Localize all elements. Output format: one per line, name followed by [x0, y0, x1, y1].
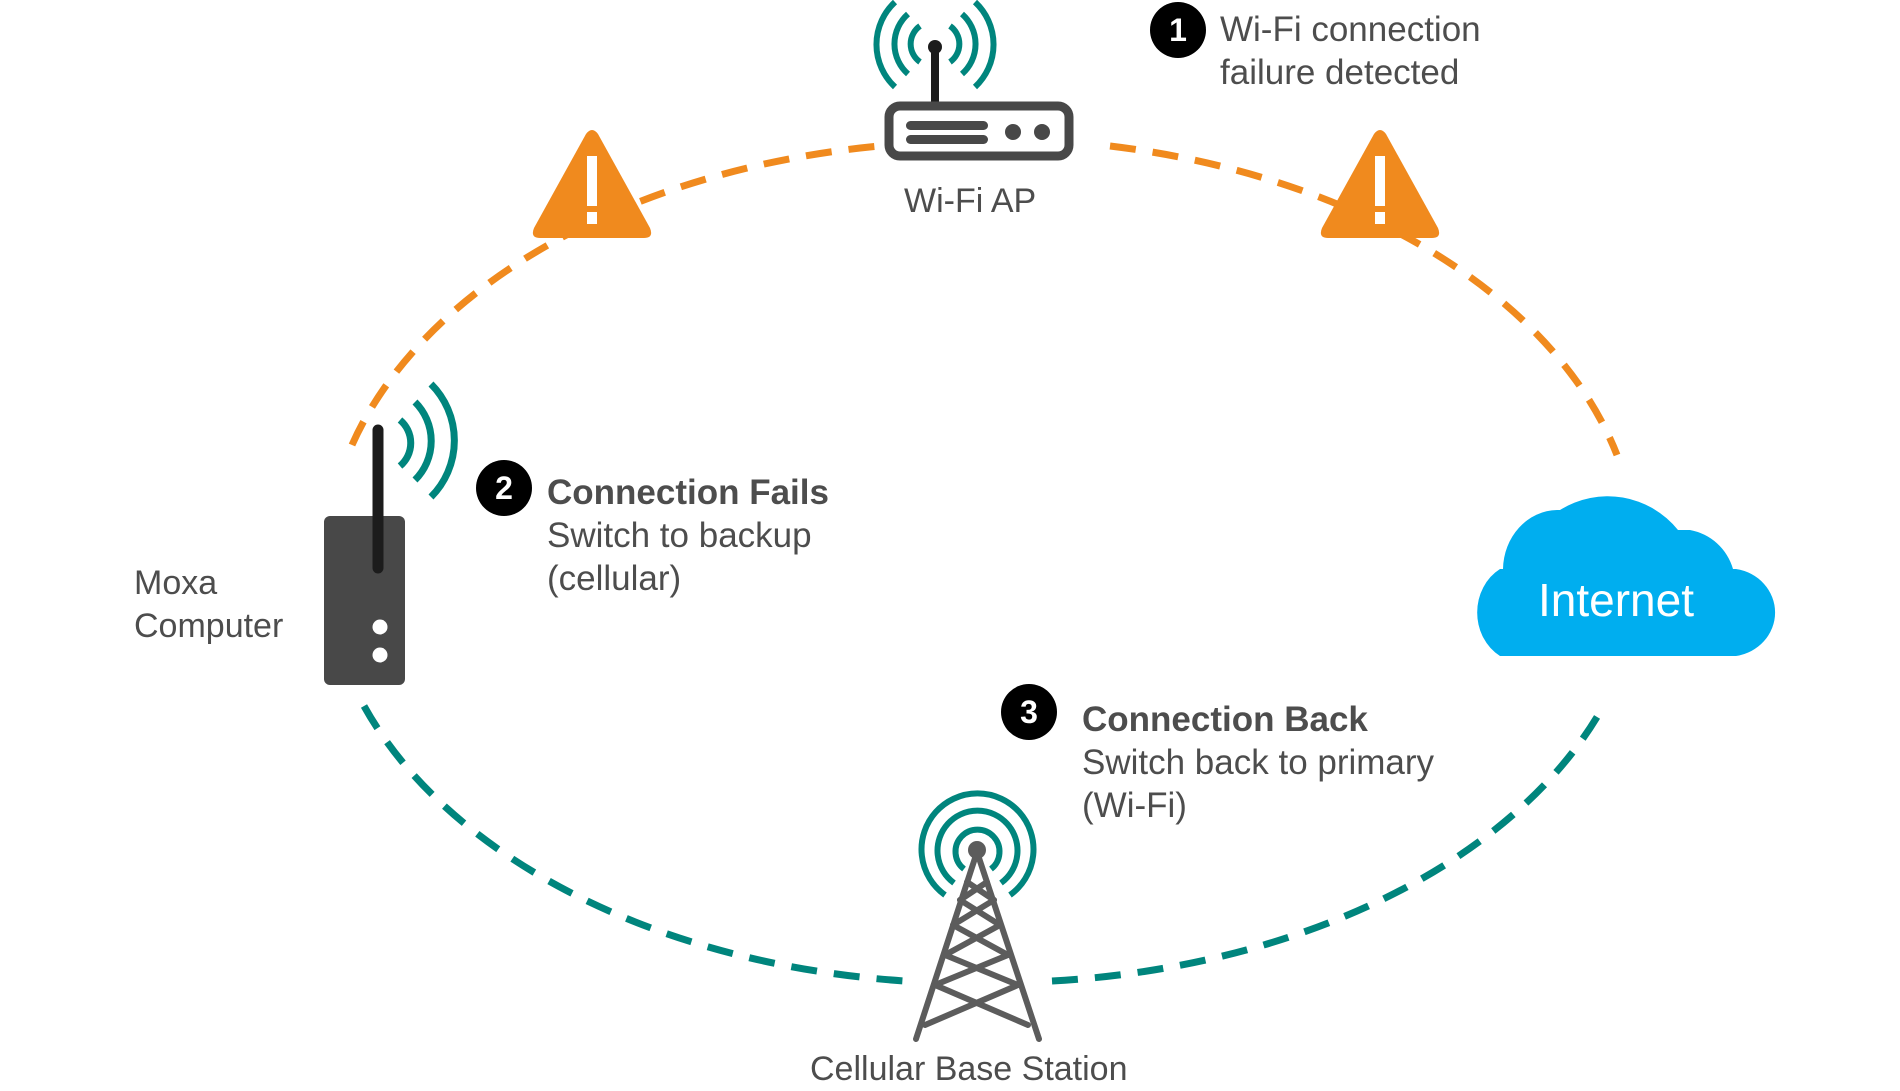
step-1-line: Wi-Fi connection	[1220, 10, 1481, 49]
step-2-text: Connection Fails Switch to backup (cellu…	[547, 471, 829, 600]
step-1-text: Wi-Fi connection failure detected	[1220, 8, 1481, 94]
moxa-computer-label: Moxa Computer	[134, 562, 283, 648]
wifi-path-right	[1109, 142, 1621, 457]
wifi-router-icon	[873, 0, 1074, 161]
internet-label: Internet	[1538, 574, 1694, 626]
step-3-title: Connection Back	[1082, 700, 1368, 739]
step-3-line: Switch back to primary	[1082, 743, 1435, 782]
step-badge-1: 1	[1150, 2, 1206, 58]
cellular-base-station-label: Cellular Base Station	[810, 1050, 1128, 1088]
moxa-computer-label-line: Moxa	[134, 564, 218, 602]
wifi-path-left	[348, 142, 881, 447]
step-2-line: (cellular)	[547, 559, 682, 598]
cell-tower-icon	[913, 790, 1042, 1042]
cellular-path-right	[1051, 710, 1604, 985]
step-2-line: Switch to backup	[547, 516, 812, 555]
warning-icon	[1320, 130, 1440, 238]
step-3-text: Connection Back Switch back to primary (…	[1082, 698, 1434, 827]
step-1-line: failure detected	[1220, 53, 1460, 92]
step-2-title: Connection Fails	[547, 473, 829, 512]
warning-icon	[532, 130, 652, 238]
cloud-icon	[1477, 496, 1776, 656]
step-3-line: (Wi-Fi)	[1082, 786, 1187, 825]
step-badge-2: 2	[476, 460, 532, 516]
computer-device-icon	[324, 381, 458, 685]
moxa-computer-label-line: Computer	[134, 607, 284, 645]
wifi-ap-label: Wi-Fi AP	[904, 182, 1037, 220]
cellular-path-left	[360, 704, 906, 985]
step-badge-3: 3	[1001, 684, 1057, 740]
